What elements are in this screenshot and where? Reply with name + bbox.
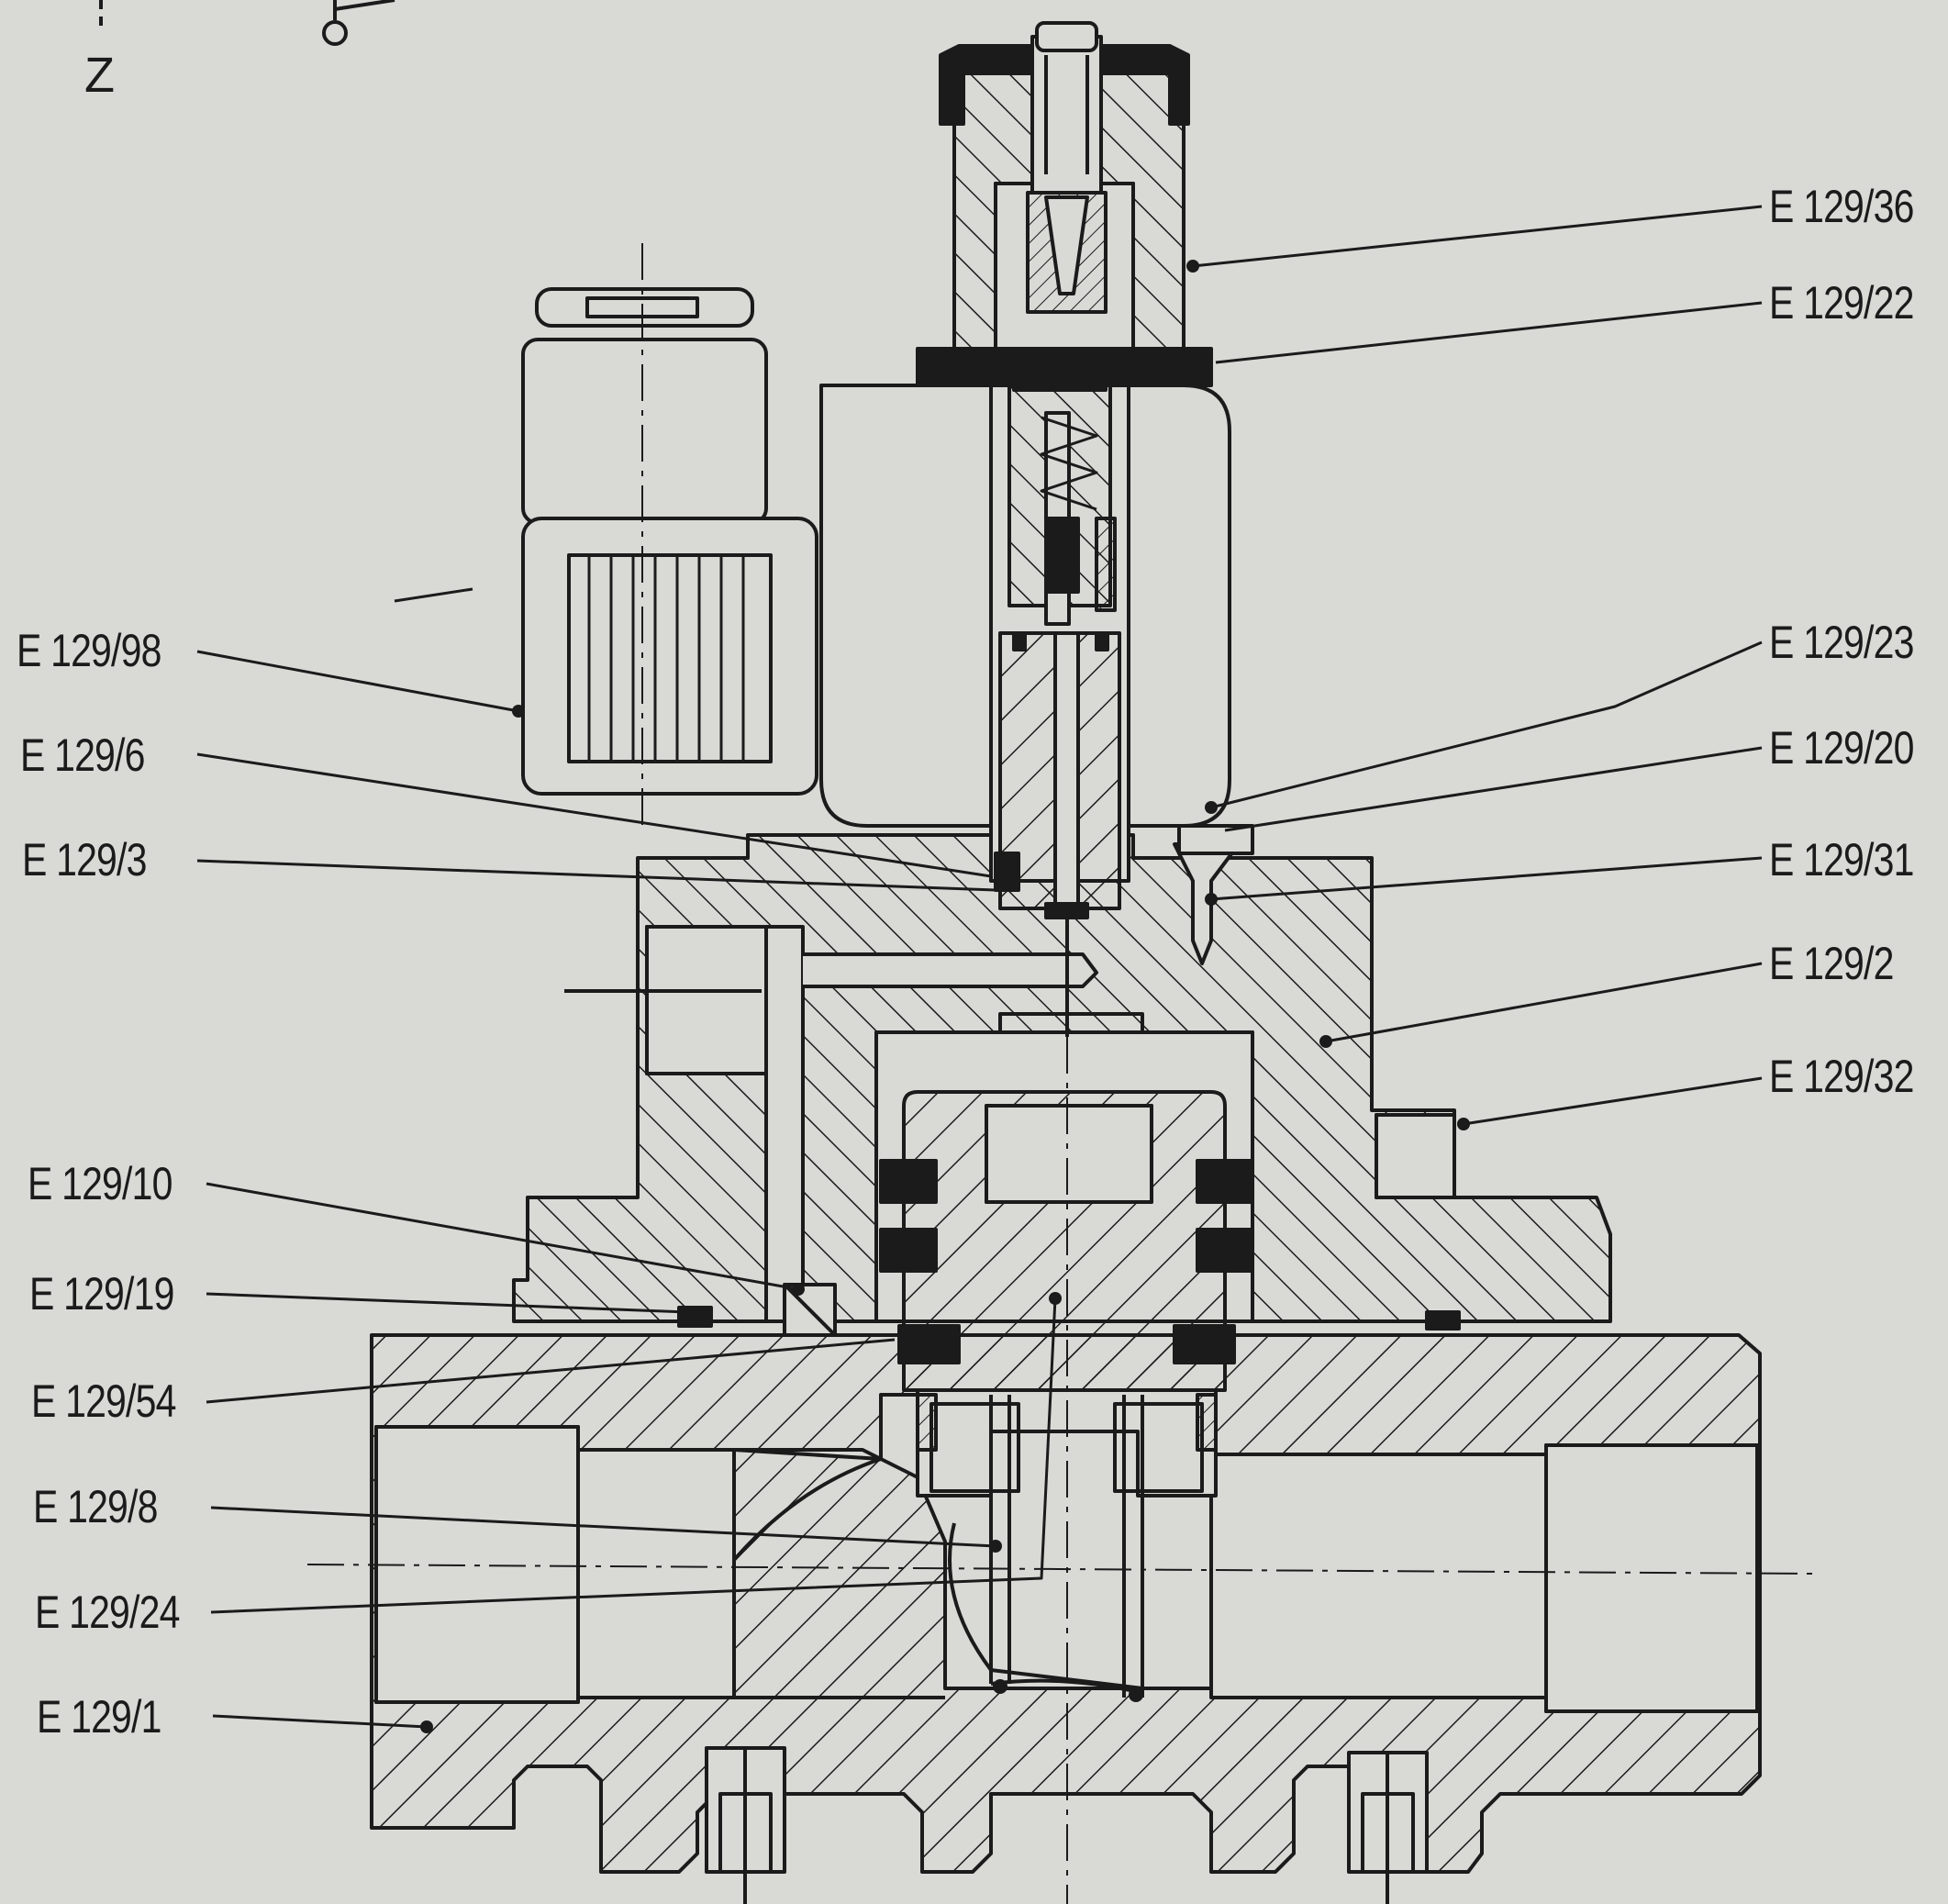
callout-e129-8: E 129/8	[33, 1481, 158, 1532]
center-lines	[306, 243, 1813, 1904]
callout-e129-20: E 129/20	[1769, 722, 1914, 774]
callout-e129-23: E 129/23	[1769, 617, 1914, 668]
axis-symbol	[99, 0, 395, 46]
callout-e129-19: E 129/19	[29, 1268, 174, 1319]
coil-housing	[819, 347, 1231, 828]
callout-e129-36: E 129/36	[1769, 181, 1914, 232]
leader-dots	[420, 260, 1470, 1733]
electrical-connector	[394, 287, 818, 796]
callout-e129-22: E 129/22	[1769, 277, 1914, 328]
piston-assembly	[879, 1090, 1254, 1702]
axis-label: Z	[84, 48, 115, 103]
callout-e129-24: E 129/24	[35, 1587, 180, 1638]
callout-e129-1: E 129/1	[37, 1691, 161, 1743]
callout-e129-3: E 129/3	[22, 834, 147, 885]
callout-e129-6: E 129/6	[20, 729, 145, 781]
callout-e129-54: E 129/54	[31, 1375, 176, 1427]
callout-e129-2: E 129/2	[1769, 938, 1894, 989]
top-cap	[939, 21, 1190, 351]
callout-e129-31: E 129/31	[1769, 834, 1914, 885]
callout-e129-98: E 129/98	[17, 625, 161, 676]
leader-lines	[196, 205, 1763, 1729]
callout-e129-32: E 129/32	[1769, 1051, 1914, 1102]
valve-body	[370, 1333, 1762, 1904]
callout-e129-10: E 129/10	[28, 1158, 173, 1209]
